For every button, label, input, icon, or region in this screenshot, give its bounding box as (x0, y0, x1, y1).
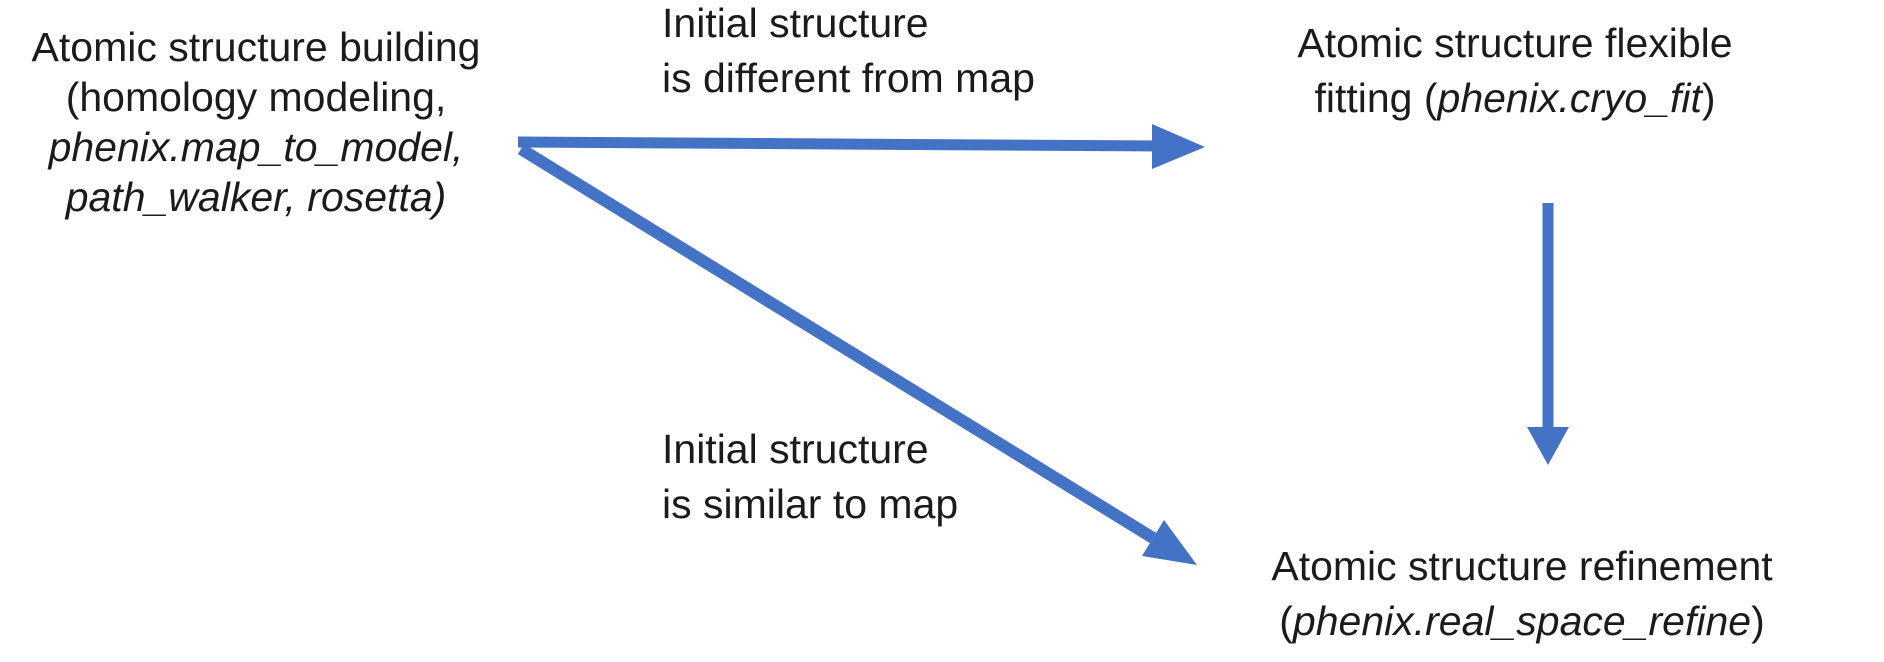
arrow-build-to-refinement-shaft (517, 143, 1157, 544)
fitting-block-tool-name: phenix.cryo_fit (1437, 75, 1702, 121)
build-block-line3: phenix.map_to_model, (48, 124, 464, 170)
fitting-block-line2-suffix: ) (1701, 75, 1716, 121)
condition-different-line2: is different from map (662, 55, 1035, 101)
fitting-block-line1: Atomic structure flexible (1297, 20, 1733, 66)
build-block-line4: path_walker, rosetta) (65, 174, 447, 220)
condition-similar-label: Initial structure is similar to map (662, 422, 958, 532)
arrow-build-to-fitting-head (1152, 124, 1205, 169)
arrow-fitting-to-refinement-head (1527, 427, 1569, 465)
fitting-block-line2-prefix: fitting ( (1314, 75, 1438, 121)
arrow-build-to-fitting-shaft (517, 136, 1157, 152)
refinement-block-line2-suffix: ) (1751, 598, 1765, 644)
arrow-fitting-to-refinement (1527, 203, 1569, 465)
fitting-block-line2: fitting (phenix.cryo_fit) (1275, 71, 1755, 126)
refinement-block-line1: Atomic structure refinement (1271, 543, 1773, 589)
arrow-build-to-refinement (517, 143, 1197, 565)
arrow-build-to-refinement-head (1142, 520, 1197, 565)
condition-different-line1: Initial structure (662, 0, 929, 46)
fitting-block: Atomic structure flexible fitting (pheni… (1275, 16, 1755, 126)
build-block-line2: (homology modeling, (65, 74, 447, 120)
refinement-block-line2: (phenix.real_space_refine) (1262, 594, 1782, 649)
build-block: Atomic structure building (homology mode… (0, 22, 512, 222)
condition-similar-line2: is similar to map (662, 481, 959, 527)
condition-different-label: Initial structure is different from map (662, 0, 1035, 106)
refinement-block: Atomic structure refinement (phenix.real… (1262, 539, 1782, 649)
refinement-block-tool-name: phenix.real_space_refine (1292, 598, 1752, 644)
condition-similar-line1: Initial structure (662, 426, 929, 472)
refinement-block-line2-prefix: ( (1279, 598, 1293, 644)
build-block-line1: Atomic structure building (31, 24, 481, 70)
arrow-build-to-fitting (517, 124, 1205, 169)
